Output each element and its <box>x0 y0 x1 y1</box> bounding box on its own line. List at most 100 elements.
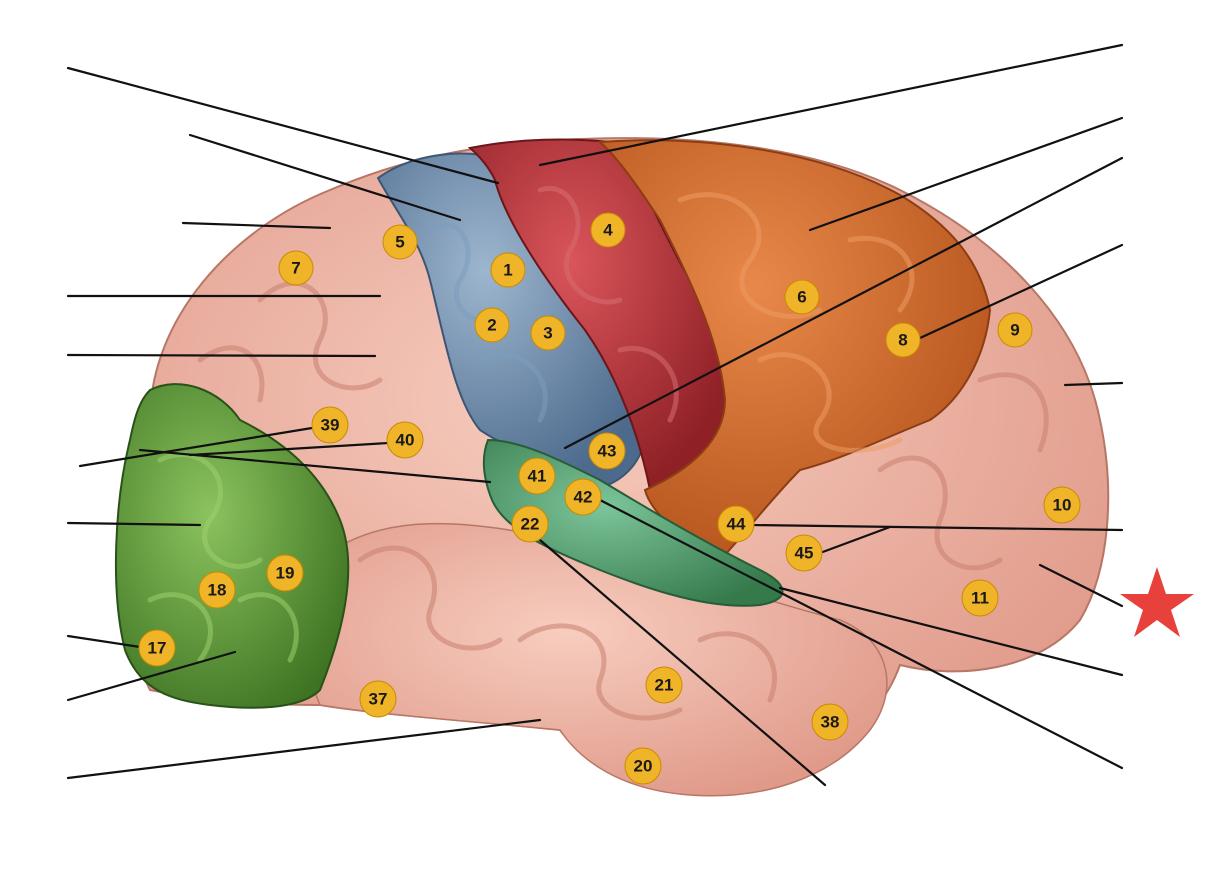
badge-circle <box>311 406 349 444</box>
badge-label: 45 <box>795 544 814 563</box>
badge-label: 11 <box>971 589 989 608</box>
gyri-texture <box>147 185 1049 721</box>
badge-42: 42 <box>564 478 602 516</box>
badge-label: 5 <box>395 233 404 252</box>
badge-label: 2 <box>487 316 496 335</box>
badge-circle <box>530 315 566 351</box>
badge-label: 40 <box>396 431 415 450</box>
badge-label: 18 <box>208 581 227 600</box>
badge-4: 4 <box>590 212 626 248</box>
leader-line <box>808 116 1124 232</box>
badge-19: 19 <box>266 554 304 592</box>
leader-line <box>918 243 1124 340</box>
badge-circle <box>997 312 1033 348</box>
leader-line <box>188 441 390 457</box>
badge-20: 20 <box>624 747 662 785</box>
badge-11: 11 <box>961 579 999 617</box>
badge-1: 1 <box>490 252 526 288</box>
leader-line <box>1063 381 1124 387</box>
leader-line <box>66 718 542 780</box>
badge-label: 1 <box>503 261 512 280</box>
badge-circle <box>645 666 683 704</box>
badge-label: 44 <box>727 515 746 534</box>
badge-label: 10 <box>1053 496 1072 515</box>
star-icon <box>1120 567 1194 637</box>
badge-10: 10 <box>1043 486 1081 524</box>
badge-circle <box>624 747 662 785</box>
badge-circle <box>518 457 556 495</box>
badge-circle <box>382 224 418 260</box>
badge-circle <box>784 279 820 315</box>
badge-38: 38 <box>811 703 849 741</box>
badge-label: 20 <box>634 757 653 776</box>
badge-6: 6 <box>784 279 820 315</box>
badge-circle <box>785 534 823 572</box>
badge-37: 37 <box>359 680 397 718</box>
badge-label: 39 <box>321 416 340 435</box>
badge-circle <box>590 212 626 248</box>
leader-line <box>1038 563 1124 608</box>
leader-line <box>818 525 892 555</box>
leader-line <box>538 538 827 787</box>
badge-circle <box>198 571 236 609</box>
badge-circle <box>266 554 304 592</box>
badge-circle <box>961 579 999 617</box>
badge-5: 5 <box>382 224 418 260</box>
badge-9: 9 <box>997 312 1033 348</box>
leader-line <box>598 498 1124 770</box>
badge-45: 45 <box>785 534 823 572</box>
badge-circle <box>490 252 526 288</box>
badge-circle <box>717 505 755 543</box>
leader-line <box>66 634 142 649</box>
badge-label: 9 <box>1010 321 1019 340</box>
badge-label: 43 <box>598 442 617 461</box>
badge-label: 4 <box>603 221 613 240</box>
badge-label: 7 <box>291 259 300 278</box>
badge-40: 40 <box>386 421 424 459</box>
badge-18: 18 <box>198 571 236 609</box>
badge-label: 19 <box>276 564 295 583</box>
badge-circle <box>588 432 626 470</box>
visual-cortex <box>114 383 350 709</box>
badge-circle <box>1043 486 1081 524</box>
badge-8: 8 <box>885 322 921 358</box>
leader-line <box>66 353 377 358</box>
badge-circle <box>511 505 549 543</box>
badge-label: 42 <box>574 488 593 507</box>
badge-label: 37 <box>369 690 388 709</box>
badge-layer: 1 2 3 4 5 6 7 8 9 10 11 17 18 19 20 21 2… <box>138 212 1081 785</box>
leader-line <box>78 426 314 468</box>
badge-label: 17 <box>148 639 167 658</box>
badge-22: 22 <box>511 505 549 543</box>
badge-41: 41 <box>518 457 556 495</box>
leader-line <box>778 586 1124 677</box>
badge-label: 6 <box>797 288 806 307</box>
badge-label: 21 <box>655 676 674 695</box>
badge-label: 3 <box>543 324 552 343</box>
badge-circle <box>474 307 510 343</box>
badge-label: 38 <box>821 713 840 732</box>
leader-lines <box>66 43 1124 787</box>
leader-line <box>181 221 332 230</box>
badge-label: 8 <box>898 331 907 350</box>
badge-43: 43 <box>588 432 626 470</box>
leader-line <box>538 43 1124 167</box>
badge-label: 22 <box>521 515 540 534</box>
badge-39: 39 <box>311 406 349 444</box>
leader-line <box>188 133 462 222</box>
badge-circle <box>359 680 397 718</box>
badge-3: 3 <box>530 315 566 351</box>
badge-2: 2 <box>474 307 510 343</box>
leader-line <box>66 650 237 702</box>
leader-line <box>66 66 500 185</box>
badge-label: 41 <box>528 467 547 486</box>
badge-circle <box>278 250 314 286</box>
badge-44: 44 <box>717 505 755 543</box>
leader-line <box>748 523 1124 532</box>
badge-circle <box>386 421 424 459</box>
leader-line <box>563 156 1124 450</box>
leader-line <box>66 521 202 527</box>
badge-7: 7 <box>278 250 314 286</box>
badge-21: 21 <box>645 666 683 704</box>
